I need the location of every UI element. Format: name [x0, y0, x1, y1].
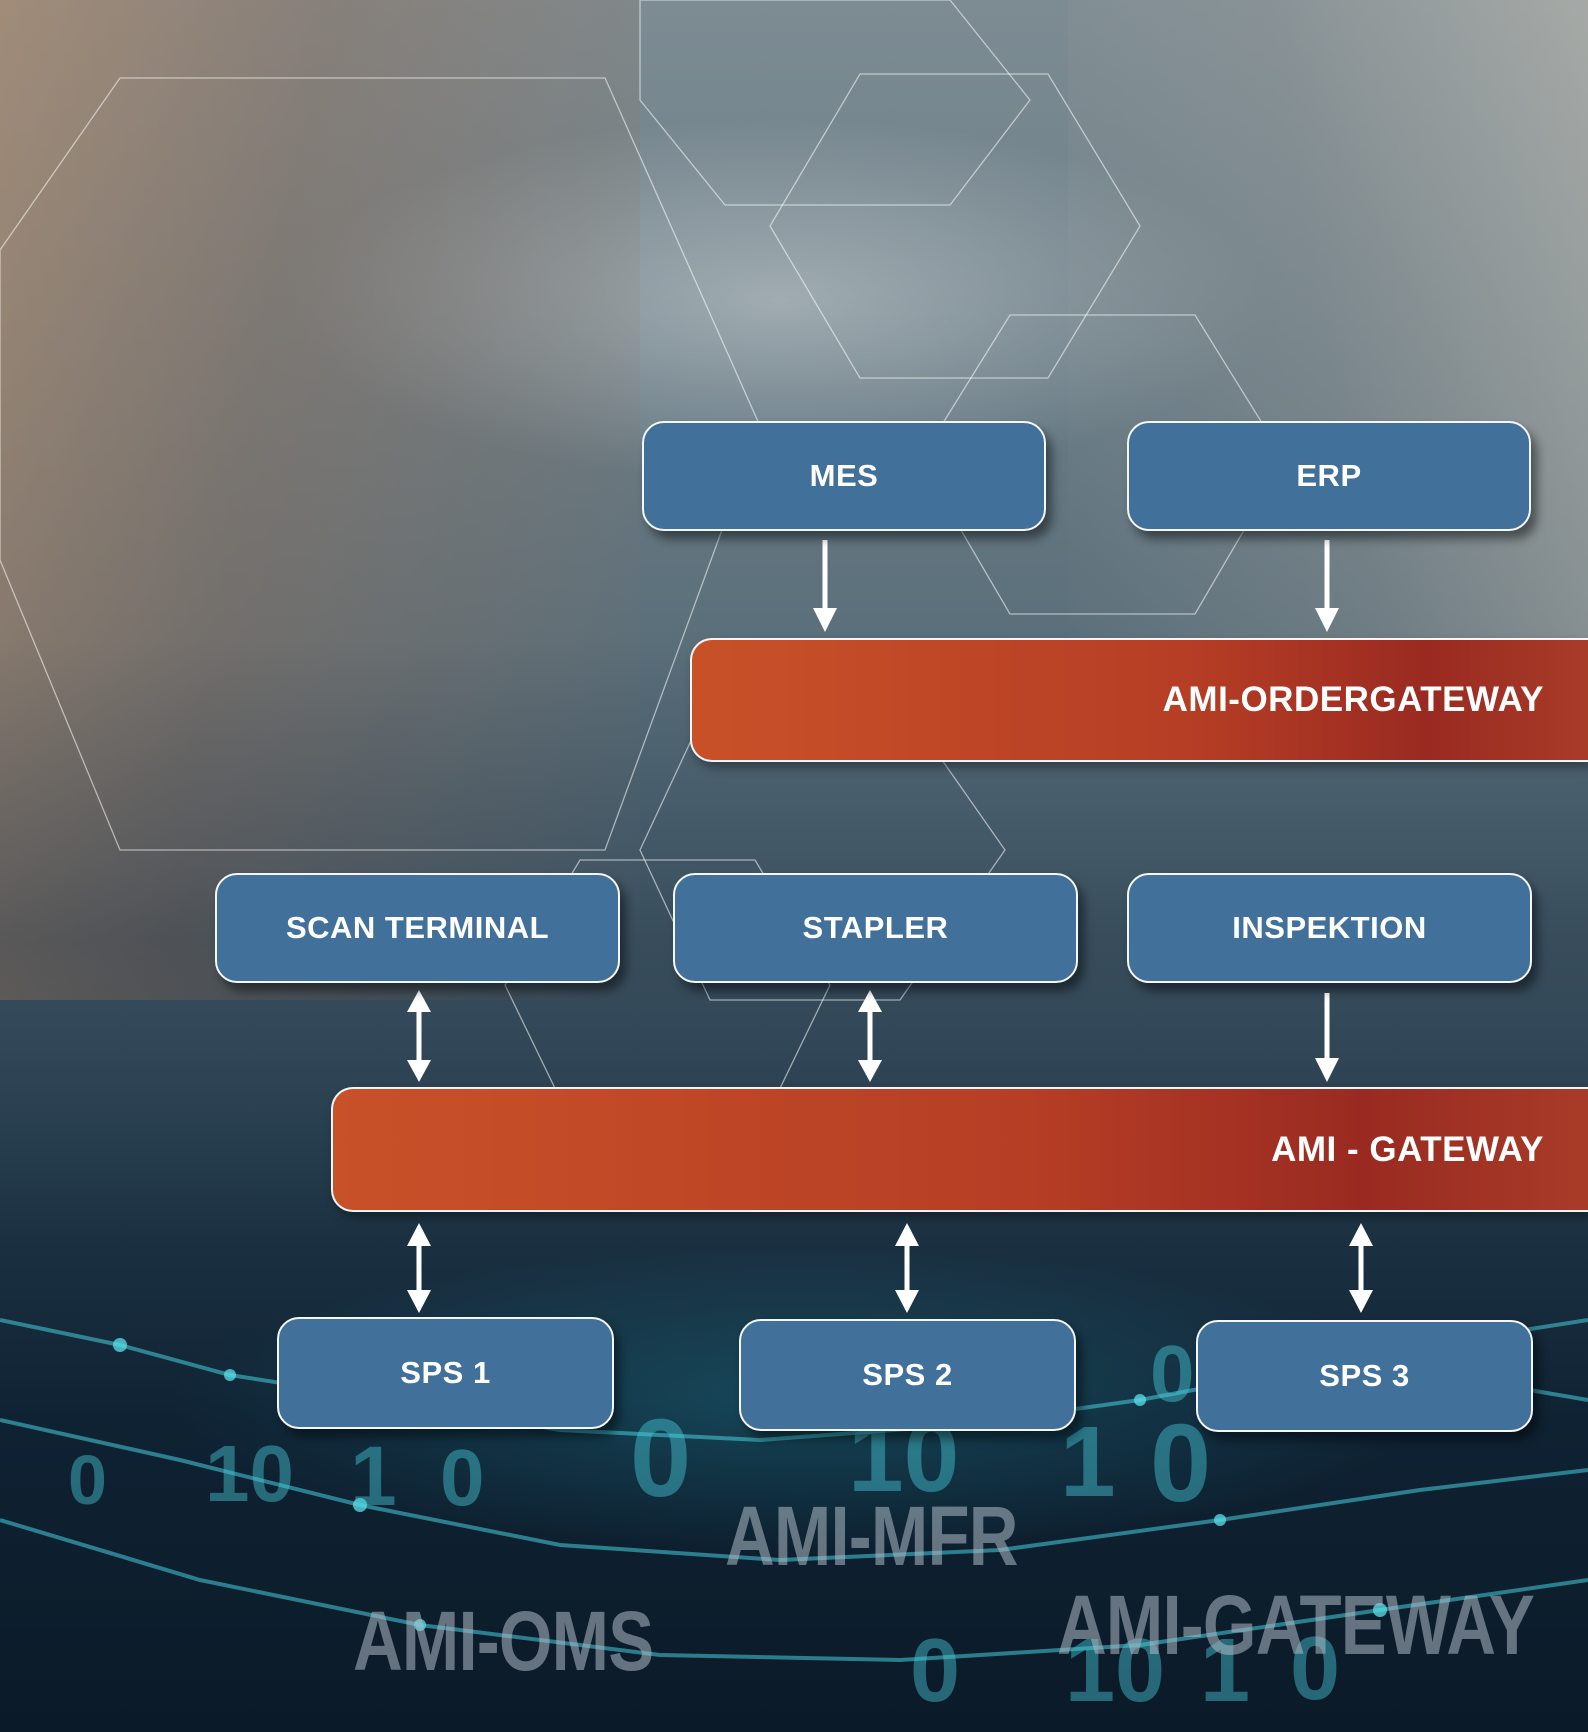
- binary-digit: 0: [910, 1621, 961, 1721]
- network-glow-background: [0, 1200, 1588, 1732]
- binary-digit: 1: [1200, 1621, 1251, 1721]
- mes-box: MES: [642, 421, 1046, 531]
- network-line: [0, 1418, 1588, 1563]
- network-node: [1134, 1394, 1146, 1406]
- network-line: [0, 1518, 1588, 1663]
- stapler-box: STAPLER: [673, 873, 1078, 983]
- network-node: [1373, 1603, 1387, 1617]
- hexagon-outline: [0, 77, 761, 851]
- binary-digit: 0: [630, 1397, 692, 1520]
- erp-box: ERP: [1127, 421, 1531, 531]
- binary-digit: 0: [68, 1441, 107, 1519]
- binary-digit: 1: [350, 1429, 397, 1523]
- binary-digit: 10: [1065, 1621, 1166, 1721]
- sps2-box: SPS 2: [739, 1319, 1076, 1431]
- ordergateway-bar: AMI-ORDERGATEWAY: [690, 638, 1588, 762]
- binary-digit: 10: [205, 1429, 294, 1518]
- hexagon-outline: [769, 73, 1141, 379]
- network-node: [1214, 1514, 1226, 1526]
- network-node: [113, 1338, 127, 1352]
- inspektion-box: INSPEKTION: [1127, 873, 1532, 983]
- watermark-ami-mfr: AMI-MFR: [725, 1489, 1018, 1583]
- watermark-ami-gateway: AMI-GATEWAY: [1057, 1578, 1535, 1672]
- sps3-box: SPS 3: [1196, 1320, 1533, 1432]
- watermark-ami-oms: AMI-OMS: [353, 1594, 654, 1688]
- network-node: [224, 1369, 236, 1381]
- network-node: [414, 1619, 426, 1631]
- hexagon-outline: [639, 0, 1031, 206]
- warehouse-shelves-background: [0, 0, 640, 1000]
- scan-terminal-box: SCAN TERMINAL: [215, 873, 620, 983]
- network-node: [353, 1498, 367, 1512]
- binary-digit: 0: [1150, 1329, 1195, 1418]
- binary-digit: 0: [440, 1433, 485, 1522]
- sps1-box: SPS 1: [277, 1317, 614, 1429]
- binary-digit: 0: [1290, 1619, 1341, 1719]
- gateway-bar: AMI - GATEWAY: [331, 1087, 1588, 1212]
